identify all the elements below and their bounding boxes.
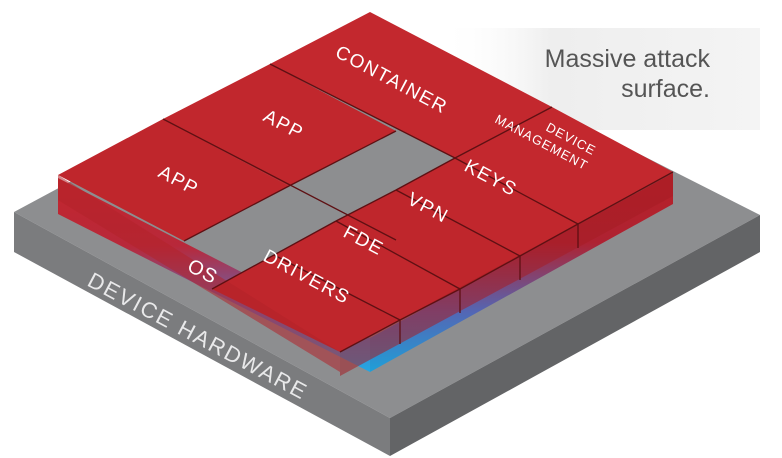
tile-app-left <box>58 119 289 241</box>
tile-fde <box>274 221 460 320</box>
tile-container <box>270 12 552 158</box>
hardware-left-face <box>14 212 390 456</box>
tile-depth-right <box>340 172 673 376</box>
tile-dividers <box>162 63 674 353</box>
tile-vpn <box>336 190 520 289</box>
tile-drivers <box>212 255 400 352</box>
hardware-right-face <box>390 215 760 456</box>
callout-text: Massive attack surface. <box>540 44 710 104</box>
tile-depth-left <box>58 175 340 372</box>
callout-line-1: Massive attack <box>544 45 710 73</box>
tile-app-top <box>163 64 396 186</box>
callout-line-2: surface. <box>621 75 710 103</box>
tile-device-management <box>455 107 673 224</box>
tile-keys <box>396 158 578 256</box>
